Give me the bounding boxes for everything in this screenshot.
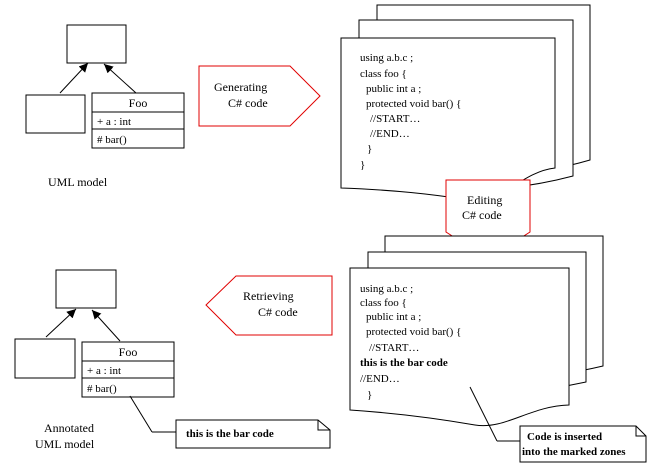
generating-arrow: Generating C# code <box>198 65 321 127</box>
editing-label-line2: C# code <box>462 208 502 222</box>
inserted-code-note-box[interactable] <box>519 425 647 463</box>
top-code-line: } <box>367 143 372 155</box>
bottom-code-line: } <box>367 389 372 401</box>
generating-label-line1: Generating <box>214 80 267 94</box>
top-inherit-arrow-right <box>103 63 137 94</box>
generating-label-line2: C# code <box>228 96 268 110</box>
bottom-foo-class-name: Foo <box>119 345 138 359</box>
bottom-uml-caption-line2: UML model <box>35 437 95 451</box>
bottom-foo-class[interactable]: Foo + a : int # bar() <box>81 341 175 398</box>
top-uml-caption: UML model <box>48 175 108 189</box>
top-code-line: class foo { <box>360 68 407 80</box>
bottom-inherit-arrow-right <box>91 309 121 342</box>
top-inherit-arrow-left <box>59 62 89 94</box>
top-code-line: using a.b.c ; <box>360 52 413 64</box>
top-foo-attribute: + a : int <box>97 116 131 128</box>
bottom-code-line: using a.b.c ; <box>360 283 413 295</box>
bottom-code-line: //END… <box>360 373 400 385</box>
top-foo-class[interactable]: Foo + a : int # bar() <box>91 92 185 149</box>
bottom-foo-operation: # bar() <box>87 383 117 395</box>
top-code-line: //END… <box>370 128 410 140</box>
top-uml-model: Foo + a : int # bar() UML model <box>25 24 185 189</box>
top-foo-operation: # bar() <box>97 134 127 146</box>
top-code-line: //START… <box>370 113 420 125</box>
bar-code-note-connector <box>129 395 153 433</box>
bar-code-note: this is the bar code <box>129 395 331 449</box>
inserted-code-note: Code is inserted into the marked zones <box>469 386 647 463</box>
bottom-code-document[interactable] <box>349 267 570 427</box>
retrieving-label-line1: Retrieving <box>243 289 294 303</box>
bottom-code-line: protected void bar() { <box>366 326 461 338</box>
inserted-code-note-line1: Code is inserted <box>527 431 602 443</box>
retrieving-label-line2: C# code <box>258 305 298 319</box>
bottom-uml-caption-line1: Annotated <box>44 421 94 435</box>
top-code-line: protected void bar() { <box>366 98 461 110</box>
bar-code-note-box[interactable] <box>175 419 331 449</box>
bottom-sibling-class-box[interactable] <box>14 338 76 379</box>
bottom-foo-attribute: + a : int <box>87 365 121 377</box>
top-code-document-stack: using a.b.c ; class foo { public int a ;… <box>340 4 591 202</box>
top-parent-class-box[interactable] <box>66 24 127 64</box>
bottom-code-line: //START… <box>369 342 419 354</box>
bottom-code-line-highlighted: this is the bar code <box>360 357 448 369</box>
inserted-code-note-connector <box>469 386 498 442</box>
inserted-code-note-line2: into the marked zones <box>522 446 626 458</box>
bottom-code-document-stack: using a.b.c ; class foo { public int a ;… <box>349 235 604 427</box>
bottom-inherit-arrow-left <box>45 308 77 338</box>
bottom-code-line: class foo { <box>360 297 407 309</box>
bottom-code-line: public int a ; <box>366 311 421 323</box>
top-code-line: public int a ; <box>366 83 421 95</box>
retrieving-arrow: Retrieving C# code <box>205 275 333 336</box>
bottom-uml-model: Foo + a : int # bar() Annotated UML mode… <box>14 269 175 451</box>
top-code-line: } <box>360 159 365 171</box>
bottom-parent-class-box[interactable] <box>55 269 117 309</box>
top-foo-class-name: Foo <box>129 96 148 110</box>
editing-label-line1: Editing <box>467 193 502 207</box>
bar-code-note-text: this is the bar code <box>186 428 274 440</box>
top-sibling-class-box[interactable] <box>25 94 86 134</box>
